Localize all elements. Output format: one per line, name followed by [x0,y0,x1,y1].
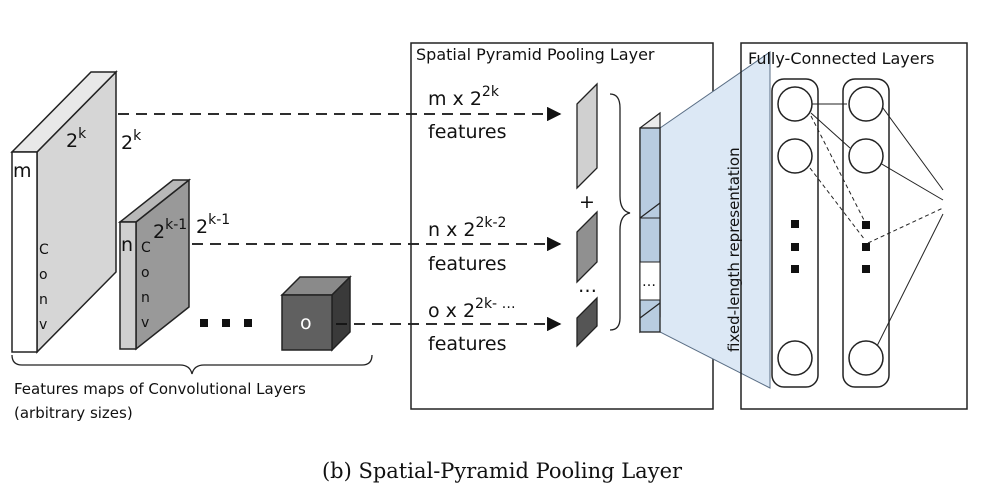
feature-map-medium-size-side: 2k-1 [196,212,230,238]
pooled-level-2 [576,210,598,284]
vector-divider [639,202,661,219]
feature-map-medium-size-face: 2k-1 [153,217,187,243]
feature-map-large-size-face: 2k [66,126,87,152]
feature-maps-brace [11,354,373,375]
level-1-word: features [428,121,507,143]
neuron-ellipsis-dot [862,265,870,273]
feature-map-small-letter: o [300,312,312,334]
vector-dots: … [642,274,656,290]
connection-line [810,115,866,223]
feature-map-medium: n 2k-1 2k-1 C o n v [117,178,230,351]
figure-caption: (b) Spatial-Pyramid Pooling Layer [322,459,683,483]
feature-map-ellipsis [200,319,252,327]
fixed-length-label: fixed-length representation [725,147,743,352]
connection-line [879,103,944,191]
feature-map-small: o [280,275,352,352]
feature-map-medium-letter: n [121,234,133,256]
neuron-ellipsis-dot [791,243,799,251]
conv-label-large-v: v [39,317,47,333]
vector-body [639,127,661,333]
ellipsis-dot [244,319,252,327]
neuron-ellipsis-dot [791,265,799,273]
fc-box-title: Fully-Connected Layers [748,49,935,68]
level-2-word: features [428,253,507,275]
pooled-ellipsis: … [578,275,597,297]
conv-label-medium-n: n [141,290,150,306]
feature-maps-label-line2: (arbitrary sizes) [14,404,133,422]
level-3-word: features [428,333,507,355]
feature-map-large-front [11,151,38,353]
neuron [777,138,813,174]
fc-connections [809,103,944,347]
conv-label-medium-v: v [141,315,149,331]
vector-divider [639,302,661,319]
projection-fan [659,51,771,389]
fixed-length-vector: … [639,111,661,334]
plus-sign: + [579,191,595,213]
conv-label-large-o: o [39,267,48,283]
pooled-level-1 [576,82,598,190]
neuron-ellipsis-dot [791,220,799,228]
conv-label-medium-o: o [141,265,150,281]
neuron [848,86,884,122]
feature-map-large-size-side: 2k [121,128,142,154]
connection-line [809,167,866,241]
connection-line [879,162,944,201]
neuron-ellipsis-dot [862,243,870,251]
spp-box-title: Spatial Pyramid Pooling Layer [416,45,655,64]
feature-map-large: m 2k 2k C o n v [10,70,142,354]
level-2-count: n x 22k-2 [428,215,506,241]
feature-maps-label-line1: Features maps of Convolutional Layers [14,380,306,398]
level-3-count: o x 22k- … [428,296,516,322]
feature-map-large-letter: m [13,160,32,182]
pooled-level-3 [576,296,598,348]
feature-map-medium-front [119,221,137,350]
connection-line [876,213,944,347]
pooled-brace [609,93,631,331]
conv-label-large-n: n [39,292,48,308]
ellipsis-dot [222,319,230,327]
neuron [848,138,884,174]
connection-line [810,112,851,149]
conv-label-large-c: C [39,242,49,258]
neuron [777,340,813,376]
level-1-count: m x 22k [428,84,500,110]
fc-box [740,42,968,410]
neuron [848,340,884,376]
neuron [777,86,813,122]
ellipsis-dot [200,319,208,327]
neuron-ellipsis-dot [862,221,870,229]
vector-gap [639,261,661,301]
cube-front [281,294,333,351]
conv-label-medium-c: C [141,240,151,256]
